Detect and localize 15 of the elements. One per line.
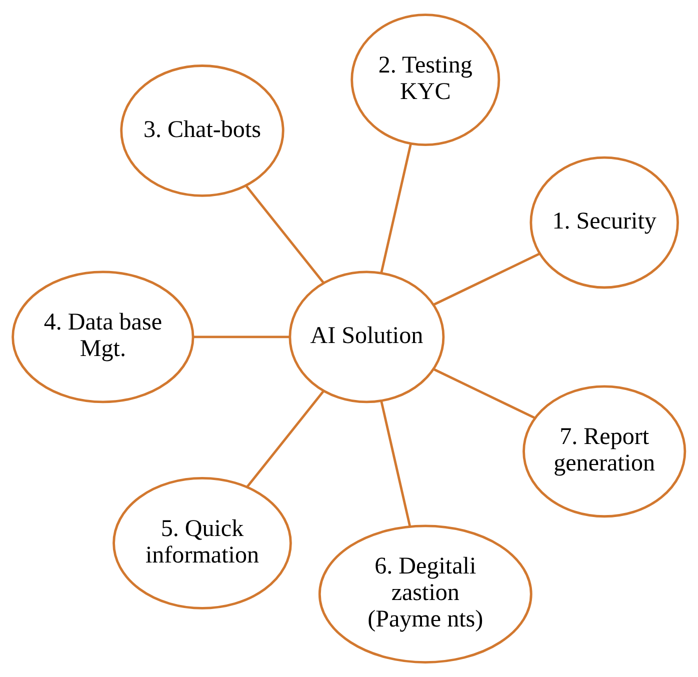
- node-ellipse: 3. Chat-bots: [120, 64, 284, 197]
- node-ellipse: 2. Testing KYC: [350, 14, 500, 146]
- node-ellipse: 4. Data base Mgt.: [12, 270, 194, 404]
- node-ellipse: AI Solution: [288, 270, 445, 404]
- connector: [245, 184, 324, 284]
- node-ellipse: 7. Report generation: [522, 385, 686, 518]
- node-ellipse: 5. Quick information: [112, 476, 292, 610]
- connector: [433, 252, 540, 306]
- node-ellipse: 6. Degitali zastion (Payme nts): [318, 524, 532, 664]
- node-ellipse: 1. Security: [530, 156, 679, 289]
- connector: [246, 390, 324, 488]
- connector: [433, 368, 536, 420]
- connector: [380, 400, 412, 527]
- connector: [193, 336, 290, 338]
- connector: [380, 144, 412, 274]
